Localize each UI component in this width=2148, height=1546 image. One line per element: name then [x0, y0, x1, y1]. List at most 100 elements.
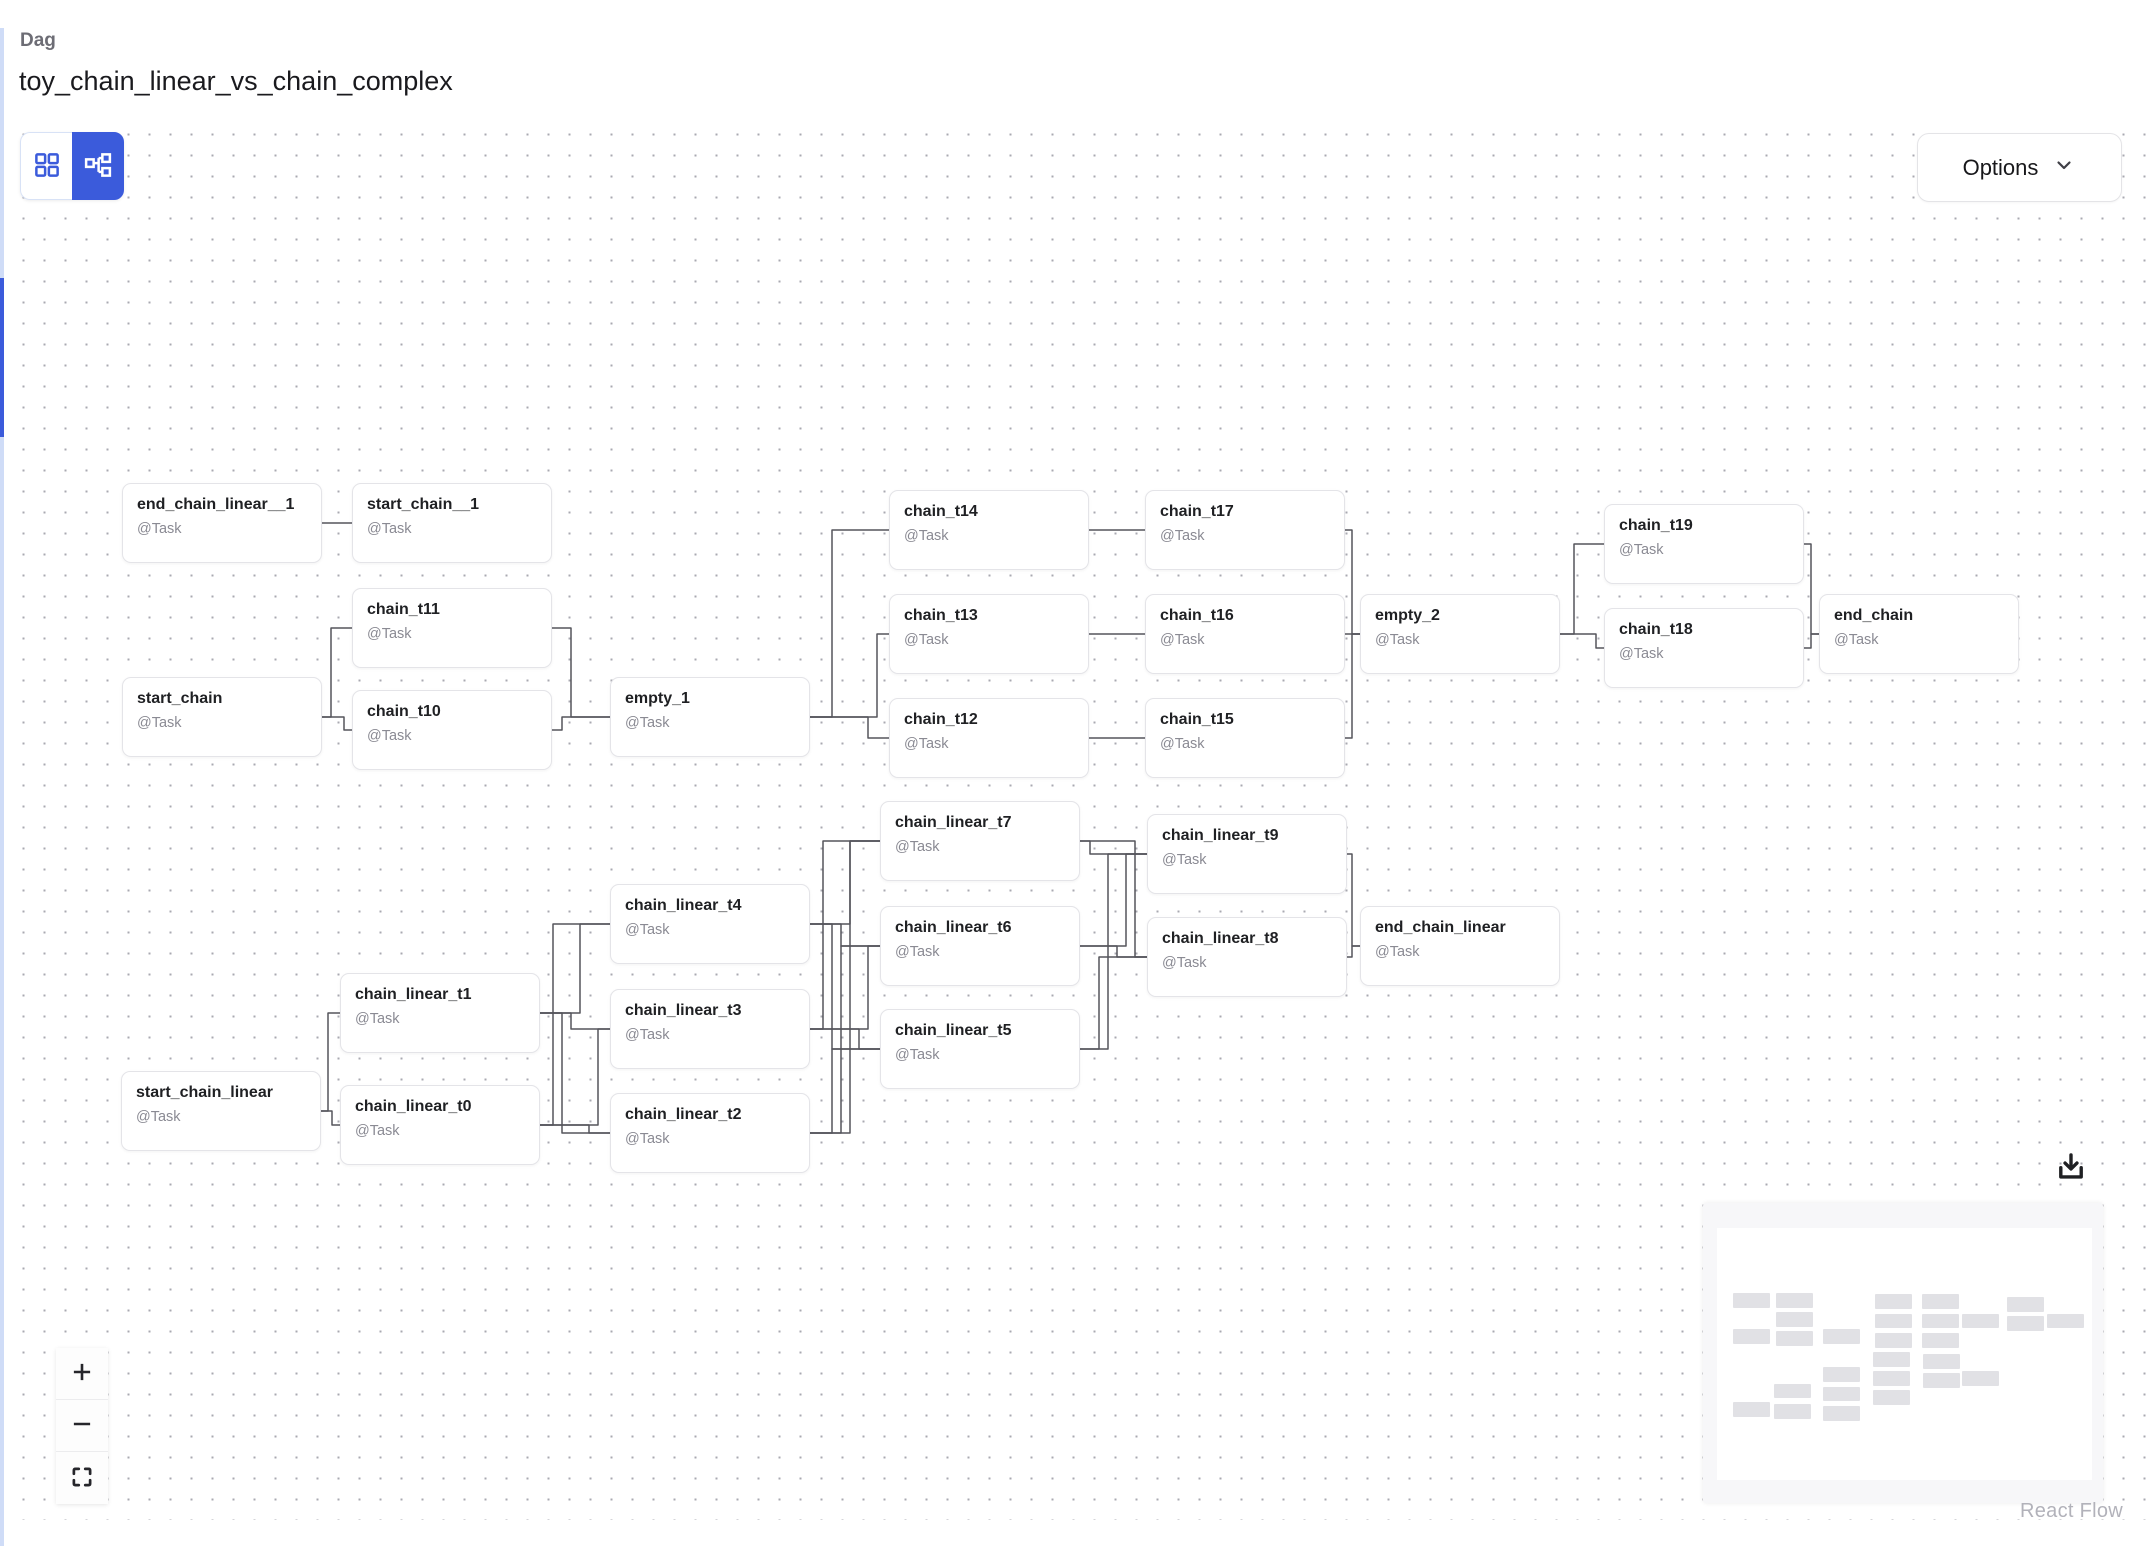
node-subtitle: @Task: [904, 528, 949, 544]
dag-node-end_chain_linear[interactable]: end_chain_linear@Task: [1360, 906, 1560, 986]
node-title: chain_t18: [1619, 621, 1693, 638]
chevron-down-icon: [2052, 153, 2076, 183]
dag-node-chain_t12[interactable]: chain_t12@Task: [889, 698, 1089, 778]
panel-resize-handle[interactable]: [0, 278, 4, 437]
node-title: start_chain_linear: [136, 1084, 273, 1101]
dag-node-empty_2[interactable]: empty_2@Task: [1360, 594, 1560, 674]
options-button-label: Options: [1962, 154, 2039, 180]
node-title: empty_1: [625, 690, 690, 707]
node-title: start_chain: [137, 690, 223, 707]
node-subtitle: @Task: [136, 1109, 181, 1125]
dag-node-chain_linear_t3[interactable]: chain_linear_t3 @Task: [610, 989, 810, 1069]
download-button[interactable]: [2051, 1148, 2091, 1188]
node-title: end_chain: [1834, 607, 1914, 624]
dag-node-end_chain_linear__1[interactable]: end_chain_linear__1@Task: [122, 483, 322, 563]
dag-edge: [810, 1028, 880, 1050]
dag-node-chain_linear_t6[interactable]: chain_linear_t6@Task: [880, 906, 1080, 986]
dag-node-chain_t19[interactable]: chain_t19@Task: [1604, 504, 1804, 584]
dag-node-chain_linear_t9[interactable]: chain_linear_t9@Task: [1147, 814, 1347, 894]
minimap-node: [1733, 1328, 1771, 1344]
dag-node-chain_t14[interactable]: chain_t14@Task: [889, 490, 1089, 570]
node-title: chain_t19: [1619, 517, 1693, 534]
node-subtitle: @Task: [625, 1027, 670, 1043]
minimap-node: [1922, 1373, 1960, 1389]
dag-node-chain_t15[interactable]: chain_t15 @Task: [1145, 698, 1345, 778]
dag-edge: [1080, 945, 1147, 958]
dag-node-start_chain[interactable]: start_chain@Task: [122, 677, 322, 757]
minimap-node: [1922, 1294, 1960, 1310]
dag-edge: [1080, 853, 1147, 947]
node-title: chain_linear_t3: [625, 1002, 742, 1019]
node-subtitle: @Task: [1160, 528, 1205, 544]
grid-view-button[interactable]: [20, 132, 72, 200]
node-title: chain_linear_t2: [625, 1106, 742, 1123]
node-subtitle: @Task: [367, 521, 412, 537]
dag-node-end_chain[interactable]: end_chain@Task: [1819, 594, 2019, 674]
dag-node-chain_t18[interactable]: chain_t18@Task: [1604, 608, 1804, 688]
zoom-controls: [56, 1348, 108, 1504]
zoom-out-button[interactable]: [56, 1400, 108, 1452]
dag-node-chain_t13[interactable]: chain_t13@Task: [889, 594, 1089, 674]
dag-node-chain_t17[interactable]: chain_t17@Task: [1145, 490, 1345, 570]
node-subtitle: @Task: [625, 922, 670, 938]
node-title: chain_t15: [1160, 711, 1234, 728]
dag-edge: [321, 1012, 340, 1112]
dag-node-chain_t16[interactable]: chain_t16@Task: [1145, 594, 1345, 674]
minimap-node: [1773, 1404, 1811, 1420]
reactflow-attribution[interactable]: React Flow: [2020, 1500, 2124, 1522]
dag-edge: [1080, 956, 1147, 1050]
page-title: toy_chain_linear_vs_chain_complex: [19, 66, 453, 96]
node-subtitle: @Task: [1160, 736, 1205, 752]
dag-edge: [540, 1028, 610, 1126]
dag-node-chain_linear_t0[interactable]: chain_linear_t0@Task: [340, 1085, 540, 1165]
dag-edge: [322, 627, 352, 718]
minimap-node: [1775, 1331, 1813, 1347]
dag-edge: [810, 840, 880, 925]
dag-edge: [540, 923, 610, 1014]
node-title: end_chain_linear__1: [137, 496, 295, 513]
minimap-node: [1922, 1313, 1960, 1329]
dag-node-chain_linear_t7[interactable]: chain_linear_t7@Task: [880, 801, 1080, 881]
dag-node-chain_linear_t4[interactable]: chain_linear_t4 @Task: [610, 884, 810, 964]
dag-edge: [1347, 853, 1360, 947]
dag-node-chain_linear_t2[interactable]: chain_linear_t2@Task: [610, 1093, 810, 1173]
minimap-node: [1922, 1354, 1960, 1370]
dag-edge: [1560, 543, 1604, 635]
fit-view-button[interactable]: [56, 1452, 108, 1504]
options-button[interactable]: Options: [1917, 133, 2122, 202]
node-subtitle: @Task: [625, 715, 670, 731]
minimap-node: [1962, 1371, 2000, 1387]
dag-node-start_chain__1[interactable]: start_chain__1@Task: [352, 483, 552, 563]
minimap-node: [1733, 1293, 1771, 1308]
node-subtitle: @Task: [895, 839, 940, 855]
dag-node-chain_linear_t5[interactable]: chain_linear_t5@Task: [880, 1009, 1080, 1089]
dag-node-chain_linear_t8[interactable]: chain_linear_t8 @Task: [1147, 917, 1347, 997]
dag-node-chain_t10[interactable]: chain_t10@Task: [352, 690, 552, 770]
node-subtitle: @Task: [1162, 955, 1207, 971]
dag-node-start_chain_linear[interactable]: start_chain_linear @Task: [121, 1071, 321, 1151]
dag-node-empty_1[interactable]: empty_1 @Task: [610, 677, 810, 757]
minimap-node: [1875, 1332, 1913, 1348]
graph-view-button[interactable]: [72, 132, 124, 200]
dag-node-chain_t11[interactable]: chain_t11@Task: [352, 588, 552, 668]
node-title: chain_linear_t4: [625, 897, 742, 914]
dag-edge: [810, 840, 880, 1030]
dag-node-chain_linear_t1[interactable]: chain_linear_t1@Task: [340, 973, 540, 1053]
node-title: chain_t10: [367, 703, 441, 720]
dag-edge: [552, 627, 610, 718]
node-subtitle: @Task: [895, 1047, 940, 1063]
fit-view-icon: [69, 1464, 95, 1493]
dag-edge: [540, 923, 610, 1126]
dag-edge: [1804, 633, 1819, 649]
zoom-in-button[interactable]: [56, 1348, 108, 1400]
node-subtitle: @Task: [904, 736, 949, 752]
minimap[interactable]: [1703, 1203, 2103, 1503]
dag-edge: [1080, 840, 1147, 958]
dag-edge: [540, 1012, 610, 1134]
minimap-node: [2007, 1316, 2045, 1331]
node-title: chain_linear_t8: [1162, 930, 1279, 947]
dag-edge: [810, 945, 880, 1134]
dag-edge: [1345, 529, 1360, 635]
dag-edge: [540, 1012, 610, 1030]
node-title: chain_linear_t6: [895, 919, 1012, 936]
